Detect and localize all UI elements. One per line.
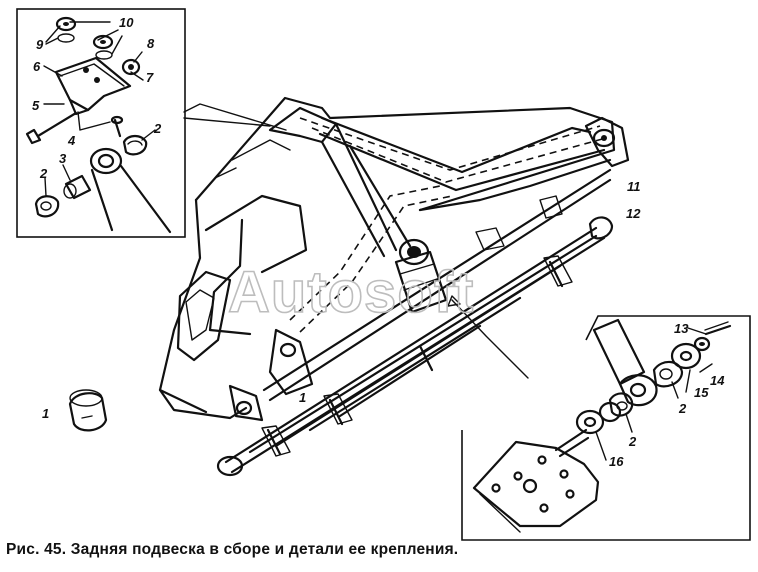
callout-7: 7 [146,70,154,85]
callout-8: 8 [147,36,155,51]
callout-1-buffer: 1 [42,406,49,421]
callout-2-left: 2 [39,166,48,181]
callout-2-top: 2 [153,121,162,136]
leaf-spring [216,168,614,477]
callout-9: 9 [36,37,44,52]
callout-13: 13 [674,321,689,336]
inset-top-left [16,8,186,238]
callout-14: 14 [710,373,725,388]
callout-16: 16 [609,454,624,469]
figure-caption: Рис. 45. Задняя подвеска в сборе и детал… [6,541,459,558]
callout-11: 11 [627,179,641,194]
pointer-line [451,299,529,379]
callout-1-spring: 1 [299,390,306,405]
callout-10: 10 [119,15,134,30]
callout-2-right: 2 [678,401,687,416]
callout-12: 12 [626,206,641,221]
callout-4: 4 [67,133,76,148]
inset-link-line [183,103,287,131]
callout-2-mid: 2 [628,434,637,449]
watermark: Autosoft [228,260,474,325]
body-frame [158,96,630,420]
callout-6: 6 [33,59,41,74]
callout-numbers: 10 9 8 6 7 5 4 2 3 2 11 12 1 1 13 14 15 … [32,15,725,469]
rubber-buffer [68,389,108,432]
callout-15: 15 [694,385,709,400]
callout-5: 5 [32,98,40,113]
inset-bottom-right [461,315,751,541]
callout-3: 3 [59,151,67,166]
